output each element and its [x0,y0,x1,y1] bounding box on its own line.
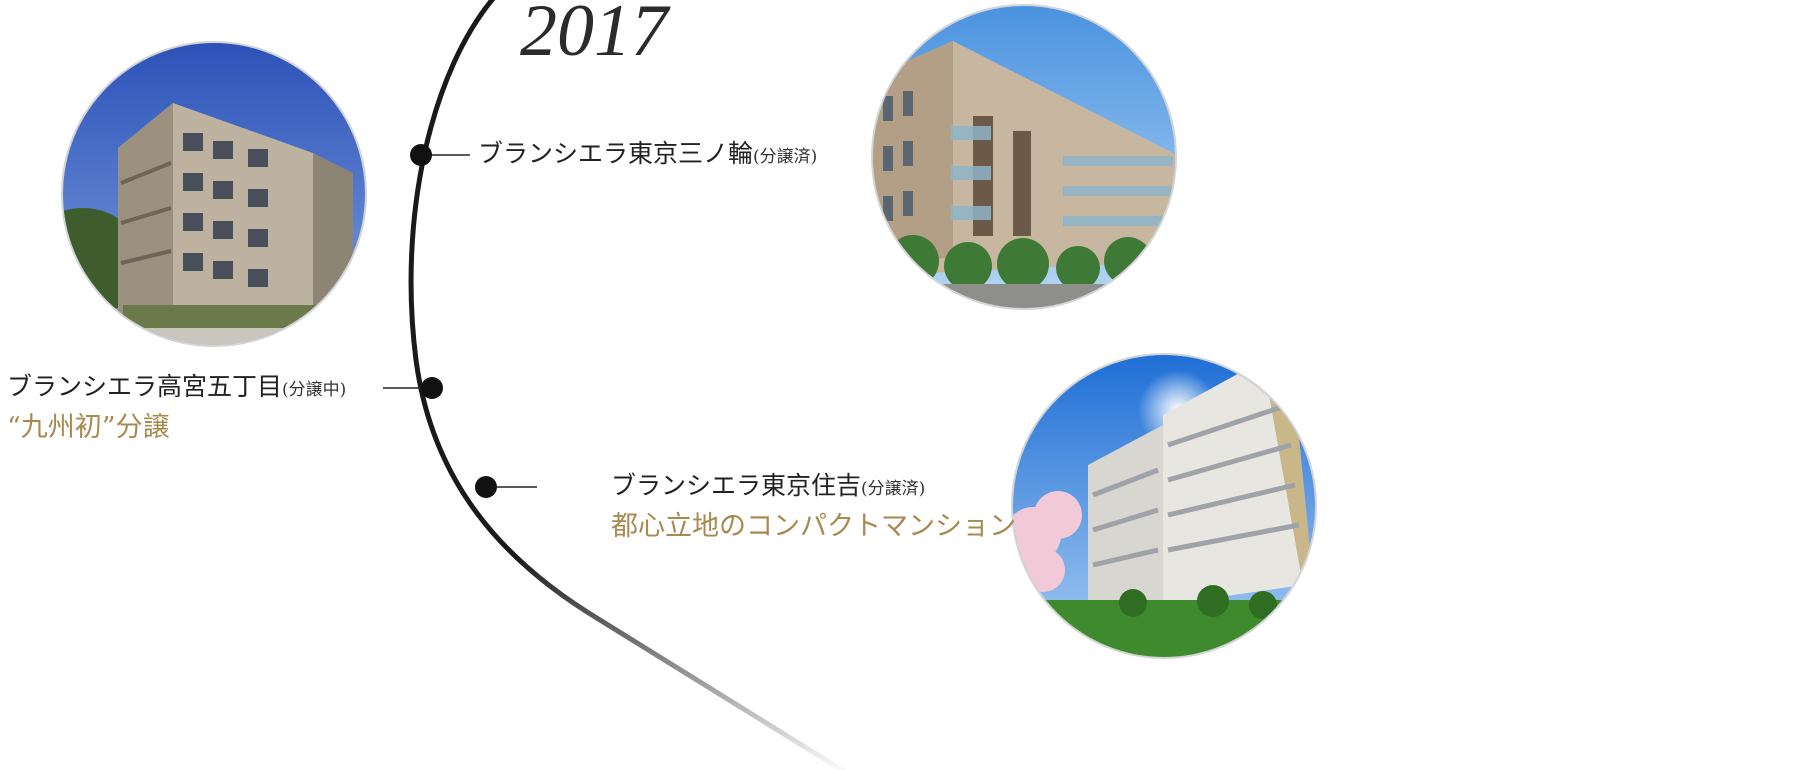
photo-minowa[interactable] [871,4,1177,310]
entry-status: (分譲済) [861,479,926,499]
entry-status: (分譲済) [753,147,818,167]
timeline-node-minowa [410,144,432,166]
entry-title: ブランシエラ東京三ノ輪 [478,139,754,168]
year-heading: 2017 [520,0,668,72]
entry-title: ブランシエラ高宮五丁目 [7,372,283,401]
timeline-node-sumiyoshi [475,476,497,498]
entry-sumiyoshi[interactable]: ブランシエラ東京住吉(分譲済) 都心立地のコンパクトマンション [611,471,1016,542]
entry-takamiya[interactable]: ブランシエラ高宮五丁目(分譲中) “九州初”分譲 [7,372,347,443]
photo-takamiya[interactable] [61,41,367,347]
photo-sumiyoshi[interactable] [1011,353,1317,659]
entry-status: (分譲中) [282,380,347,400]
entry-title: ブランシエラ東京住吉 [611,471,862,500]
entry-minowa[interactable]: ブランシエラ東京三ノ輪(分譲済) [478,139,818,169]
timeline-curve [408,0,847,770]
entry-tagline: 都心立地のコンパクトマンション [611,510,1016,542]
entry-tagline: “九州初”分譲 [7,411,170,443]
timeline-node-takamiya [421,377,443,399]
